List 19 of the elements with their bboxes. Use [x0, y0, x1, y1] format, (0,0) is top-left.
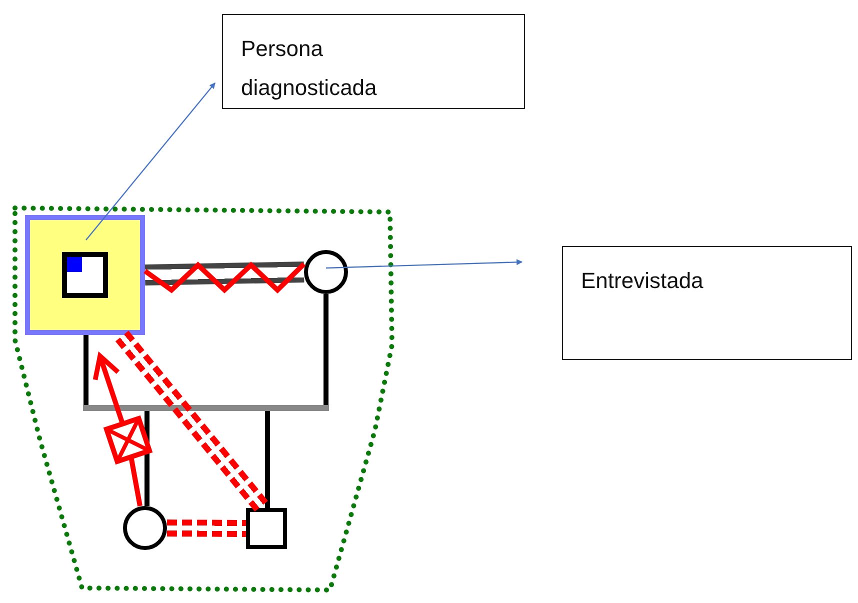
parent-line	[324, 294, 328, 408]
box-label: Persona diagnosticada	[241, 35, 378, 102]
person-circle	[304, 250, 348, 294]
leader-line	[86, 82, 216, 240]
person-circle	[123, 506, 167, 550]
person-square	[246, 508, 287, 549]
text-box	[562, 246, 852, 360]
text-box	[222, 14, 525, 109]
leader-line	[326, 259, 523, 269]
box-label: Entrevistada	[581, 267, 704, 295]
child-line	[144, 408, 150, 506]
parent-line	[84, 335, 88, 408]
conflict-zigzag-line	[144, 262, 306, 294]
sibship-line	[83, 405, 329, 411]
abuse-relationship-arrow	[92, 354, 153, 506]
close-relationship-line	[115, 330, 269, 512]
child-line	[265, 408, 270, 508]
close-relationship-line	[166, 520, 246, 537]
index-person-highlight	[25, 215, 145, 335]
